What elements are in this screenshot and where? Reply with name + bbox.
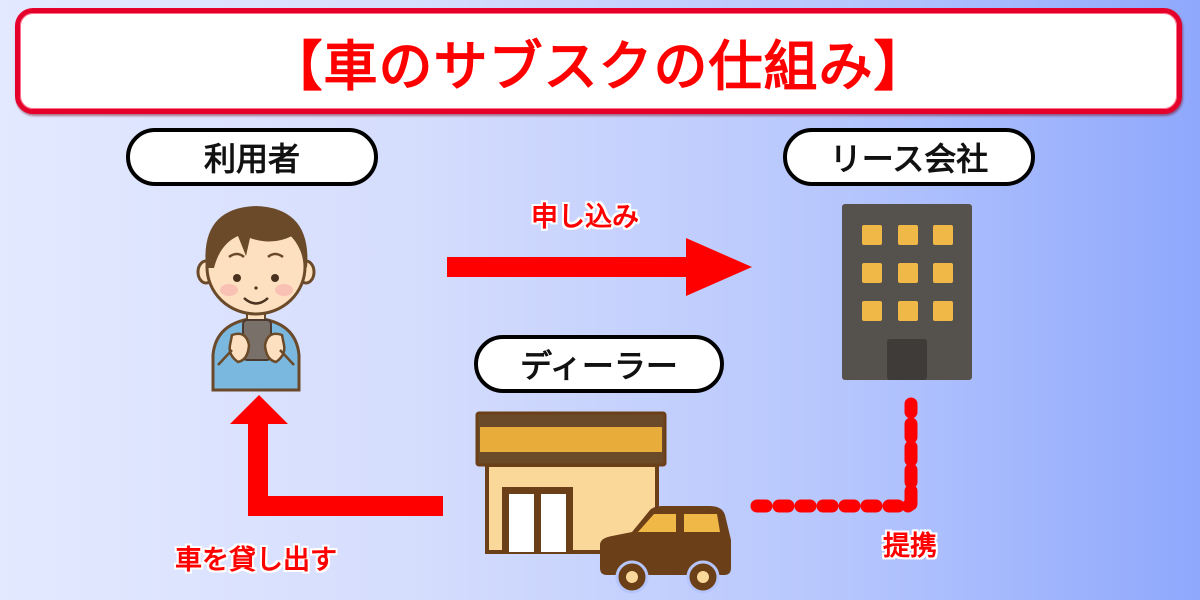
- line-partnership: [750, 397, 918, 513]
- node-label-dealer: ディーラー: [474, 335, 724, 393]
- edge-label-apply: 申し込み: [531, 202, 639, 233]
- person-with-smartphone-icon: [196, 206, 316, 392]
- arrow-lend-car: [230, 395, 443, 516]
- arrow-apply: [447, 238, 752, 296]
- title-banner: 【車のサブスクの仕組み】: [15, 8, 1182, 114]
- node-label-lease-company: リース会社: [783, 128, 1035, 186]
- diagram-title: 【車のサブスクの仕組み】: [268, 34, 929, 98]
- edge-label-partnership: 提携: [883, 531, 937, 562]
- node-label-user: 利用者: [126, 128, 378, 186]
- car-dealership-icon: [475, 411, 731, 594]
- office-building-icon: [842, 204, 972, 380]
- edge-label-lend-car: 車を貸し出す: [175, 545, 337, 576]
